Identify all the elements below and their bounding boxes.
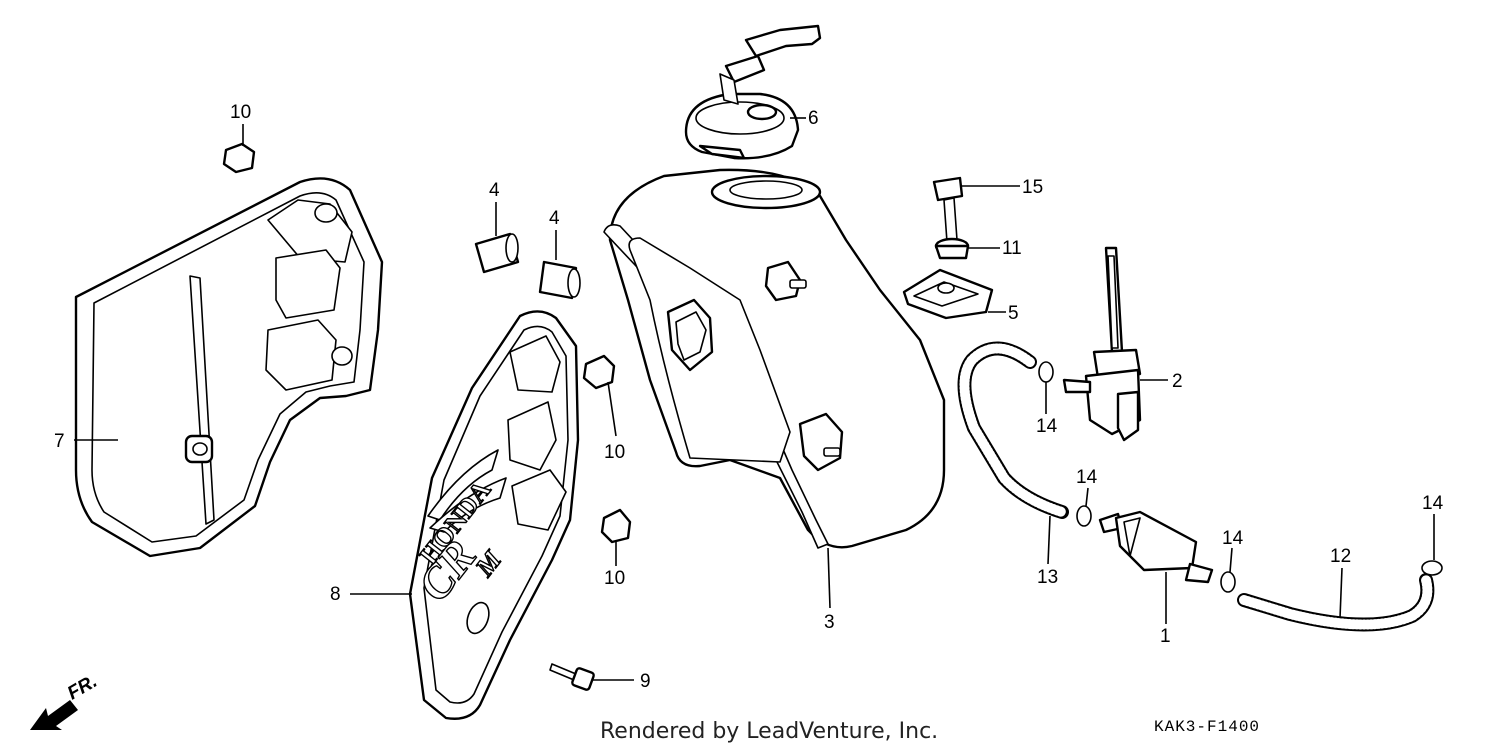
direction-label: FR.	[64, 671, 101, 704]
right-side-cover[interactable]: HONDA CR M	[407, 310, 580, 720]
grommet-mid[interactable]	[582, 354, 616, 390]
fuel-cap[interactable]	[684, 24, 822, 160]
grommet-top[interactable]	[222, 142, 256, 174]
diagram-code: KAK3-F1400	[1154, 718, 1260, 736]
callout-14-a[interactable]: 14	[1036, 416, 1058, 437]
bolt-9[interactable]	[549, 663, 595, 691]
callout-14-d[interactable]: 14	[1422, 493, 1444, 514]
callout-14-b[interactable]: 14	[1076, 467, 1098, 488]
grommet-low[interactable]	[600, 508, 632, 544]
callout-14-c[interactable]: 14	[1222, 528, 1244, 549]
callout-12[interactable]: 12	[1330, 546, 1351, 567]
leader-lines	[74, 117, 1435, 681]
rubber-cushion-a[interactable]	[474, 232, 520, 274]
fuel-filter[interactable]	[1098, 510, 1214, 584]
callout-13[interactable]: 13	[1037, 567, 1058, 588]
callout-4-right[interactable]: 4	[549, 208, 560, 229]
callouts: 10 4 4 6 15 11 5 2 7 10 10 14 14 14 14 1…	[54, 102, 1444, 692]
hose-clip-d[interactable]	[1421, 560, 1443, 576]
front-direction-marker: FR.	[30, 671, 101, 730]
callout-10-top[interactable]: 10	[230, 102, 251, 123]
callout-9[interactable]: 9	[640, 671, 651, 692]
bracket-5[interactable]	[902, 268, 994, 320]
fuel-hose-12[interactable]	[1237, 573, 1435, 632]
callout-6[interactable]: 6	[808, 108, 819, 129]
callout-1[interactable]: 1	[1160, 626, 1171, 647]
rubber-cushion-b[interactable]	[538, 260, 581, 300]
callout-11[interactable]: 11	[1002, 238, 1022, 259]
callout-10-mid[interactable]: 10	[604, 442, 625, 463]
collar-11[interactable]	[934, 237, 970, 260]
callout-10-low[interactable]: 10	[604, 568, 625, 589]
arrow-down-left-icon	[30, 700, 78, 730]
fuel-tank[interactable]	[603, 168, 946, 549]
left-side-cover[interactable]	[74, 177, 384, 558]
hose-clip-a[interactable]	[1038, 361, 1054, 383]
callout-3[interactable]: 3	[824, 612, 835, 633]
callout-15[interactable]: 15	[1022, 177, 1043, 198]
hose-clip-c[interactable]	[1220, 571, 1236, 593]
callout-8[interactable]: 8	[330, 584, 341, 605]
hose-clip-b[interactable]	[1076, 505, 1092, 527]
fuel-valve[interactable]	[1062, 246, 1142, 442]
callout-7[interactable]: 7	[54, 431, 65, 452]
render-credit: Rendered by LeadVenture, Inc.	[600, 719, 938, 744]
callout-4-left[interactable]: 4	[489, 180, 500, 201]
callout-5[interactable]: 5	[1008, 303, 1019, 324]
fuel-hose-13[interactable]	[957, 341, 1069, 519]
callout-2[interactable]: 2	[1172, 371, 1183, 392]
